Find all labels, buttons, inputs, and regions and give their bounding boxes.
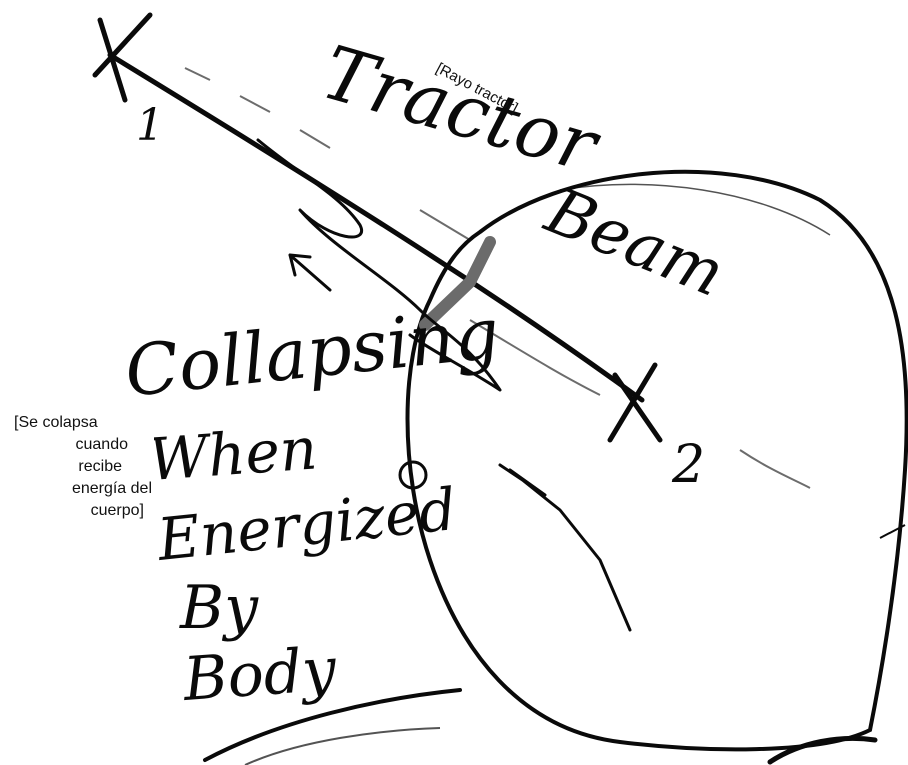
word-collapsing: Collapsing [121,292,503,413]
translation-line: [Se colapsa [14,412,154,434]
collapse-arrow [290,255,330,290]
beam-guide-lower [470,320,810,488]
ground-curve-2 [245,728,440,765]
point-2-marker [610,365,660,440]
energy-lightning [500,465,630,630]
corner-curve [770,738,875,762]
translation-collapsing: [Se colapsa cuando recibe energía del cu… [6,412,154,522]
word-when: When [146,414,319,494]
point-1-marker [95,15,150,100]
point-1-label: 1 [136,100,164,151]
word-by: By [179,573,259,643]
translation-line: recibe [6,456,122,478]
word-tractor: Tractor [313,30,610,191]
translation-line: energía del [6,478,152,500]
translation-line: cuando [6,434,128,456]
word-body: Body [180,634,339,715]
word-beam: Beam [535,174,734,312]
translation-line: cuerpo] [6,500,144,522]
point-2-label: 2 [671,435,705,495]
